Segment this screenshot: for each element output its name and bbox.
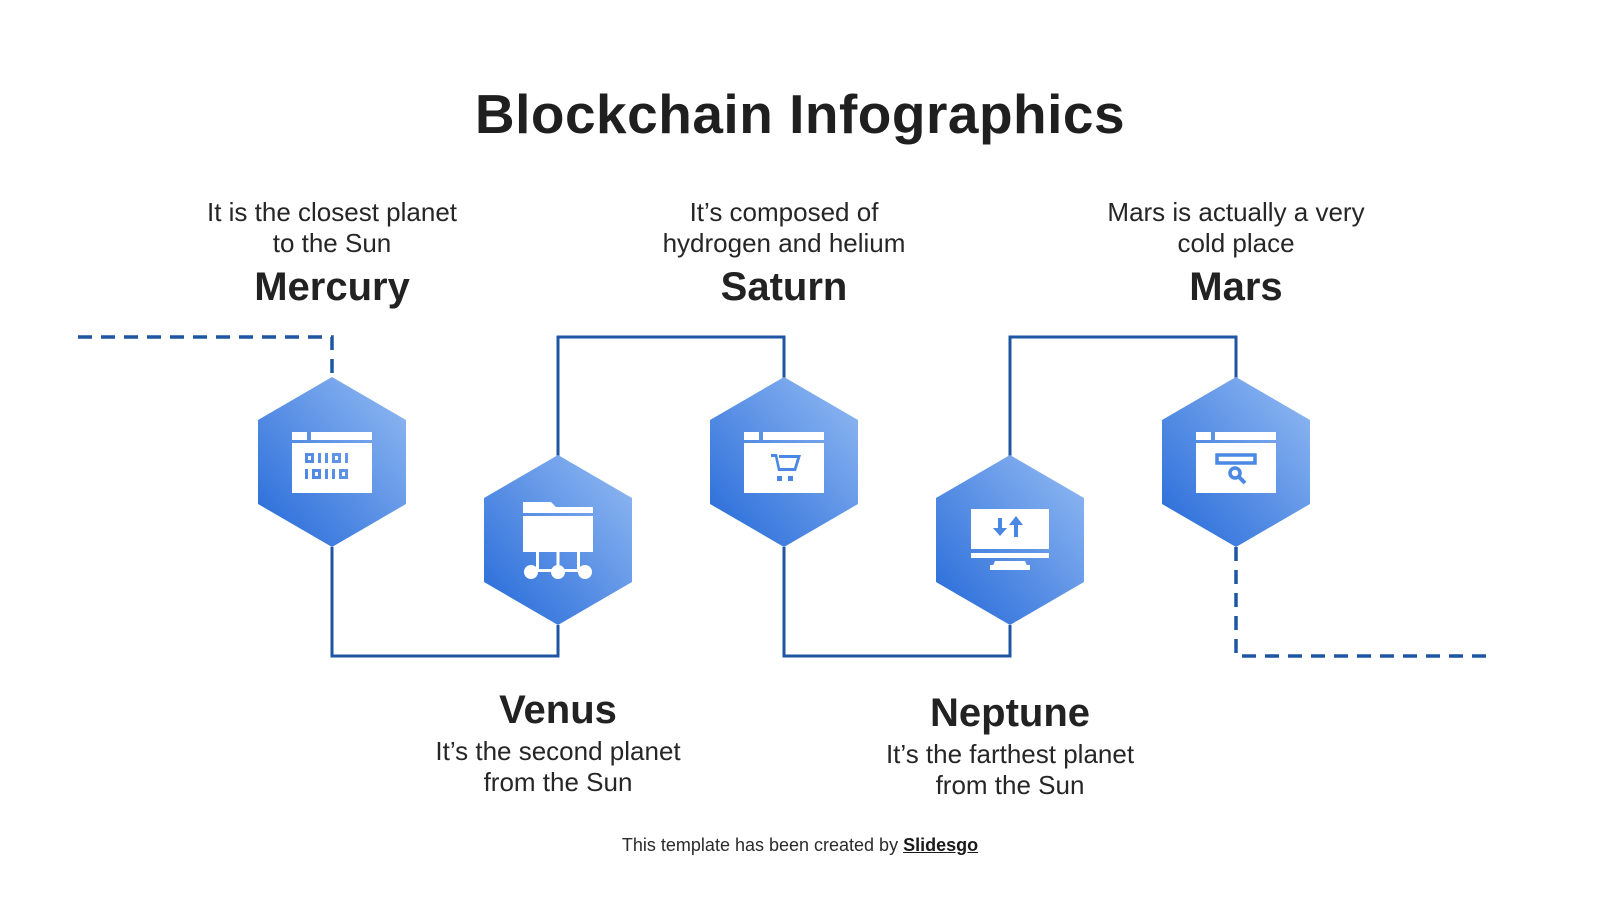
description-line: from the Sun xyxy=(935,770,1085,800)
description-line: It’s the second planet xyxy=(435,736,681,766)
step-venus-node xyxy=(484,455,632,625)
step-description: It is the closest planet to the Sun xyxy=(152,197,512,259)
description-line: It is the closest planet xyxy=(206,197,458,227)
step-saturn-text: It’s composed of hydrogen and helium Sat… xyxy=(604,197,964,311)
description-line: to the Sun xyxy=(272,228,392,258)
footer-credit: This template has been created by Slides… xyxy=(0,835,1600,856)
dashed-exit-connector xyxy=(1234,547,1490,658)
description-line: Mars is actually a very xyxy=(1107,197,1365,227)
search-window-icon xyxy=(1196,432,1276,493)
step-name: Mercury xyxy=(254,265,410,309)
step-description: It’s the farthest planet from the Sun xyxy=(830,739,1190,801)
description-line: from the Sun xyxy=(483,767,633,797)
step-neptune-node xyxy=(936,455,1084,625)
connector-mercury-venus xyxy=(330,547,560,658)
network-folder-icon xyxy=(523,502,593,579)
connector-venus-saturn xyxy=(556,335,786,456)
step-venus-text: Venus It’s the second planet from the Su… xyxy=(378,686,738,798)
connector-saturn-neptune xyxy=(782,547,1012,658)
footer-text: This template has been created by xyxy=(621,835,904,855)
slidesgo-link[interactable]: Slidesgo xyxy=(903,835,979,855)
step-description: Mars is actually a very cold place xyxy=(1056,197,1416,259)
step-mercury-text: It is the closest planet to the Sun Merc… xyxy=(152,197,512,311)
step-mars-text: Mars is actually a very cold place Mars xyxy=(1056,197,1416,311)
binary-code-window-icon xyxy=(292,432,372,493)
step-neptune-text: Neptune It’s the farthest planet from th… xyxy=(830,689,1190,801)
description-line: hydrogen and helium xyxy=(662,228,906,258)
step-name: Mars xyxy=(1189,265,1283,309)
shopping-cart-window-icon xyxy=(744,432,824,493)
step-description: It’s the second planet from the Sun xyxy=(378,736,738,798)
page-title: Blockchain Infographics xyxy=(474,83,1126,145)
step-saturn-node xyxy=(710,377,858,547)
description-line: It’s composed of xyxy=(689,197,879,227)
connector-neptune-mars xyxy=(1008,335,1238,456)
monitor-transfer-icon xyxy=(971,509,1049,570)
description-line: cold place xyxy=(1177,228,1295,258)
step-mercury-node xyxy=(258,377,406,547)
step-name: Saturn xyxy=(720,265,848,309)
step-name: Neptune xyxy=(930,691,1090,735)
dashed-entry-connector xyxy=(78,335,334,378)
step-description: It’s composed of hydrogen and helium xyxy=(604,197,964,259)
step-mars-node xyxy=(1162,377,1310,547)
description-line: It’s the farthest planet xyxy=(885,739,1135,769)
step-name: Venus xyxy=(499,688,617,732)
